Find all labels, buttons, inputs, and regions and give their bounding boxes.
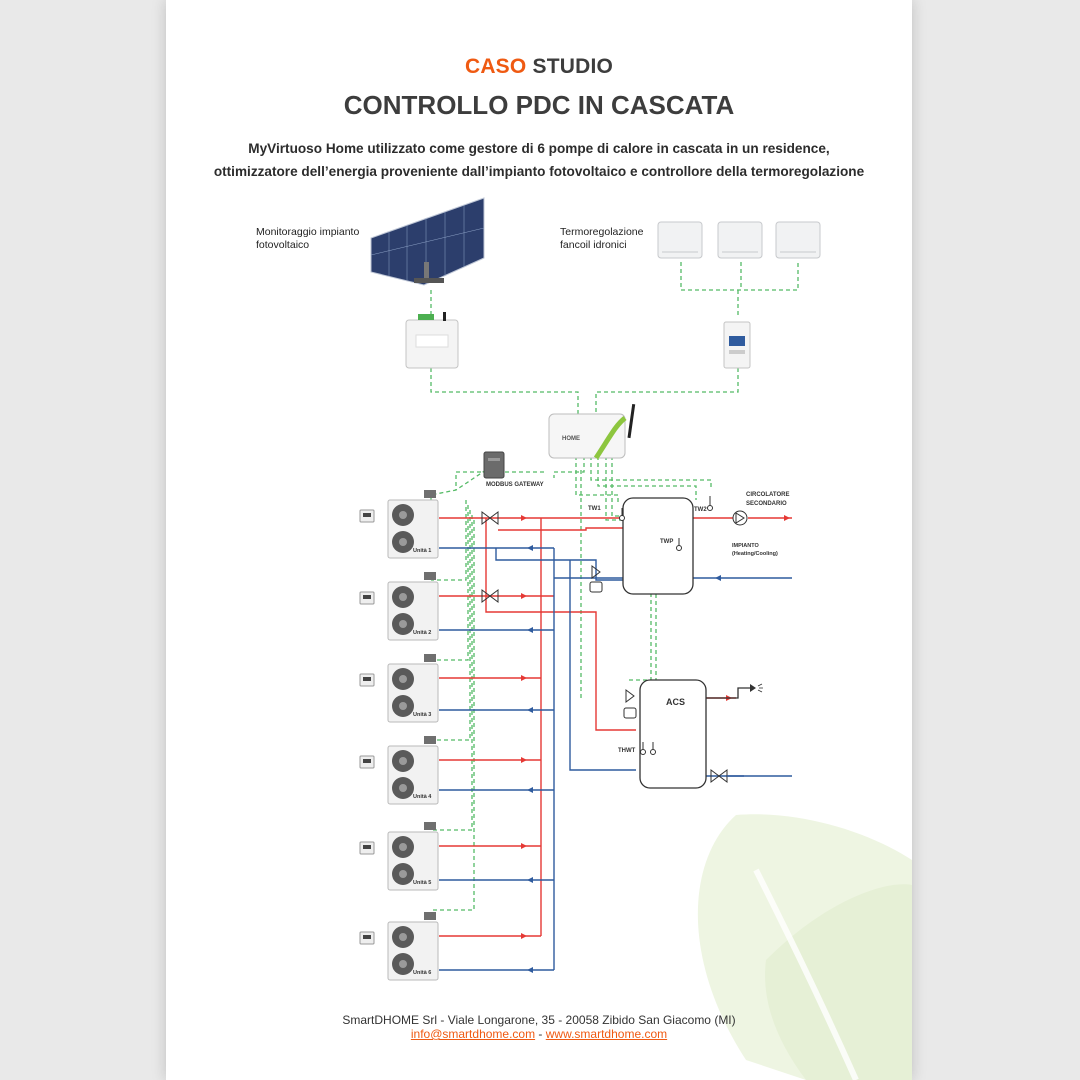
valves bbox=[481, 511, 792, 783]
pv-label: Monitoraggio impianto fotovoltaico bbox=[256, 226, 360, 251]
fancoil-label: Termoregolazione fancoil idronici bbox=[560, 226, 644, 251]
myvirtuoso-hub: HOME bbox=[548, 404, 636, 460]
supply-pipes bbox=[439, 517, 738, 937]
kicker-rest: STUDIO bbox=[532, 55, 614, 78]
page-title: CONTROLLO PDC IN CASCATA bbox=[343, 90, 735, 120]
temperature-sensors bbox=[619, 496, 713, 755]
flow-arrows-supply bbox=[521, 515, 732, 939]
unit-label: Unità 2 bbox=[413, 630, 432, 636]
email-link[interactable]: info@smartdhome.com bbox=[410, 1027, 536, 1041]
website-link[interactable]: www.smartdhome.com bbox=[545, 1027, 668, 1041]
buffer-tank bbox=[622, 497, 694, 595]
footer-separator: - bbox=[535, 1027, 546, 1041]
document-page: HOME bbox=[166, 0, 912, 1080]
heat-pump-unit bbox=[359, 490, 439, 559]
return-pipes bbox=[439, 547, 792, 971]
heat-pump-unit bbox=[359, 822, 439, 891]
sensor-twp-label: TWP bbox=[660, 539, 674, 545]
flow-arrows-return bbox=[527, 545, 721, 973]
footer-address: SmartDHOME Srl - Viale Longarone, 35 - 2… bbox=[342, 1013, 736, 1027]
kicker-accent: CASO bbox=[464, 55, 527, 78]
fancoil-units bbox=[657, 221, 821, 259]
footer: SmartDHOME Srl - Viale Longarone, 35 - 2… bbox=[166, 1013, 912, 1041]
sensor-tw2-label: TW2 bbox=[694, 507, 707, 513]
acs-tank bbox=[639, 679, 707, 789]
acs-label: ACS bbox=[666, 697, 686, 707]
solar-panel bbox=[370, 197, 485, 286]
unit-label: Unità 3 bbox=[413, 712, 432, 718]
heat-pump-unit bbox=[359, 736, 439, 805]
sensor-tw1-label: TW1 bbox=[588, 506, 601, 512]
page-subtitle: MyVirtuoso Home utilizzato come gestore … bbox=[213, 141, 865, 179]
heat-pump-unit bbox=[359, 654, 439, 723]
unit-label: Unità 4 bbox=[413, 794, 432, 800]
sensor-thwt-label: THWT bbox=[618, 748, 636, 754]
circulator-pump bbox=[732, 510, 792, 526]
heat-pump-unit bbox=[359, 912, 439, 981]
heat-pump-unit bbox=[359, 572, 439, 641]
shower-outlet bbox=[706, 683, 763, 699]
thermo-controller-module bbox=[723, 321, 751, 369]
leaf-watermark bbox=[697, 814, 912, 1080]
system-diagram: HOME bbox=[359, 197, 912, 1080]
circulator-label: CIRCOLATORE SECONDARIO bbox=[746, 492, 790, 507]
unit-label: Unità 1 bbox=[413, 548, 432, 554]
unit-label: Unità 5 bbox=[413, 880, 432, 886]
unit-label: Unità 6 bbox=[413, 970, 432, 976]
modbus-gateway bbox=[483, 451, 505, 479]
plant-label: IMPIANTO (Heating/Cooling) bbox=[732, 543, 778, 557]
heat-pump-units bbox=[359, 490, 439, 981]
kicker: CASO STUDIO bbox=[166, 55, 912, 79]
gateway-label: MODBUS GATEWAY bbox=[486, 482, 544, 488]
footer-contacts: info@smartdhome.com - www.smartdhome.com bbox=[166, 1027, 912, 1041]
svg-text:HOME: HOME bbox=[562, 436, 580, 442]
pv-meter-module bbox=[405, 312, 459, 369]
